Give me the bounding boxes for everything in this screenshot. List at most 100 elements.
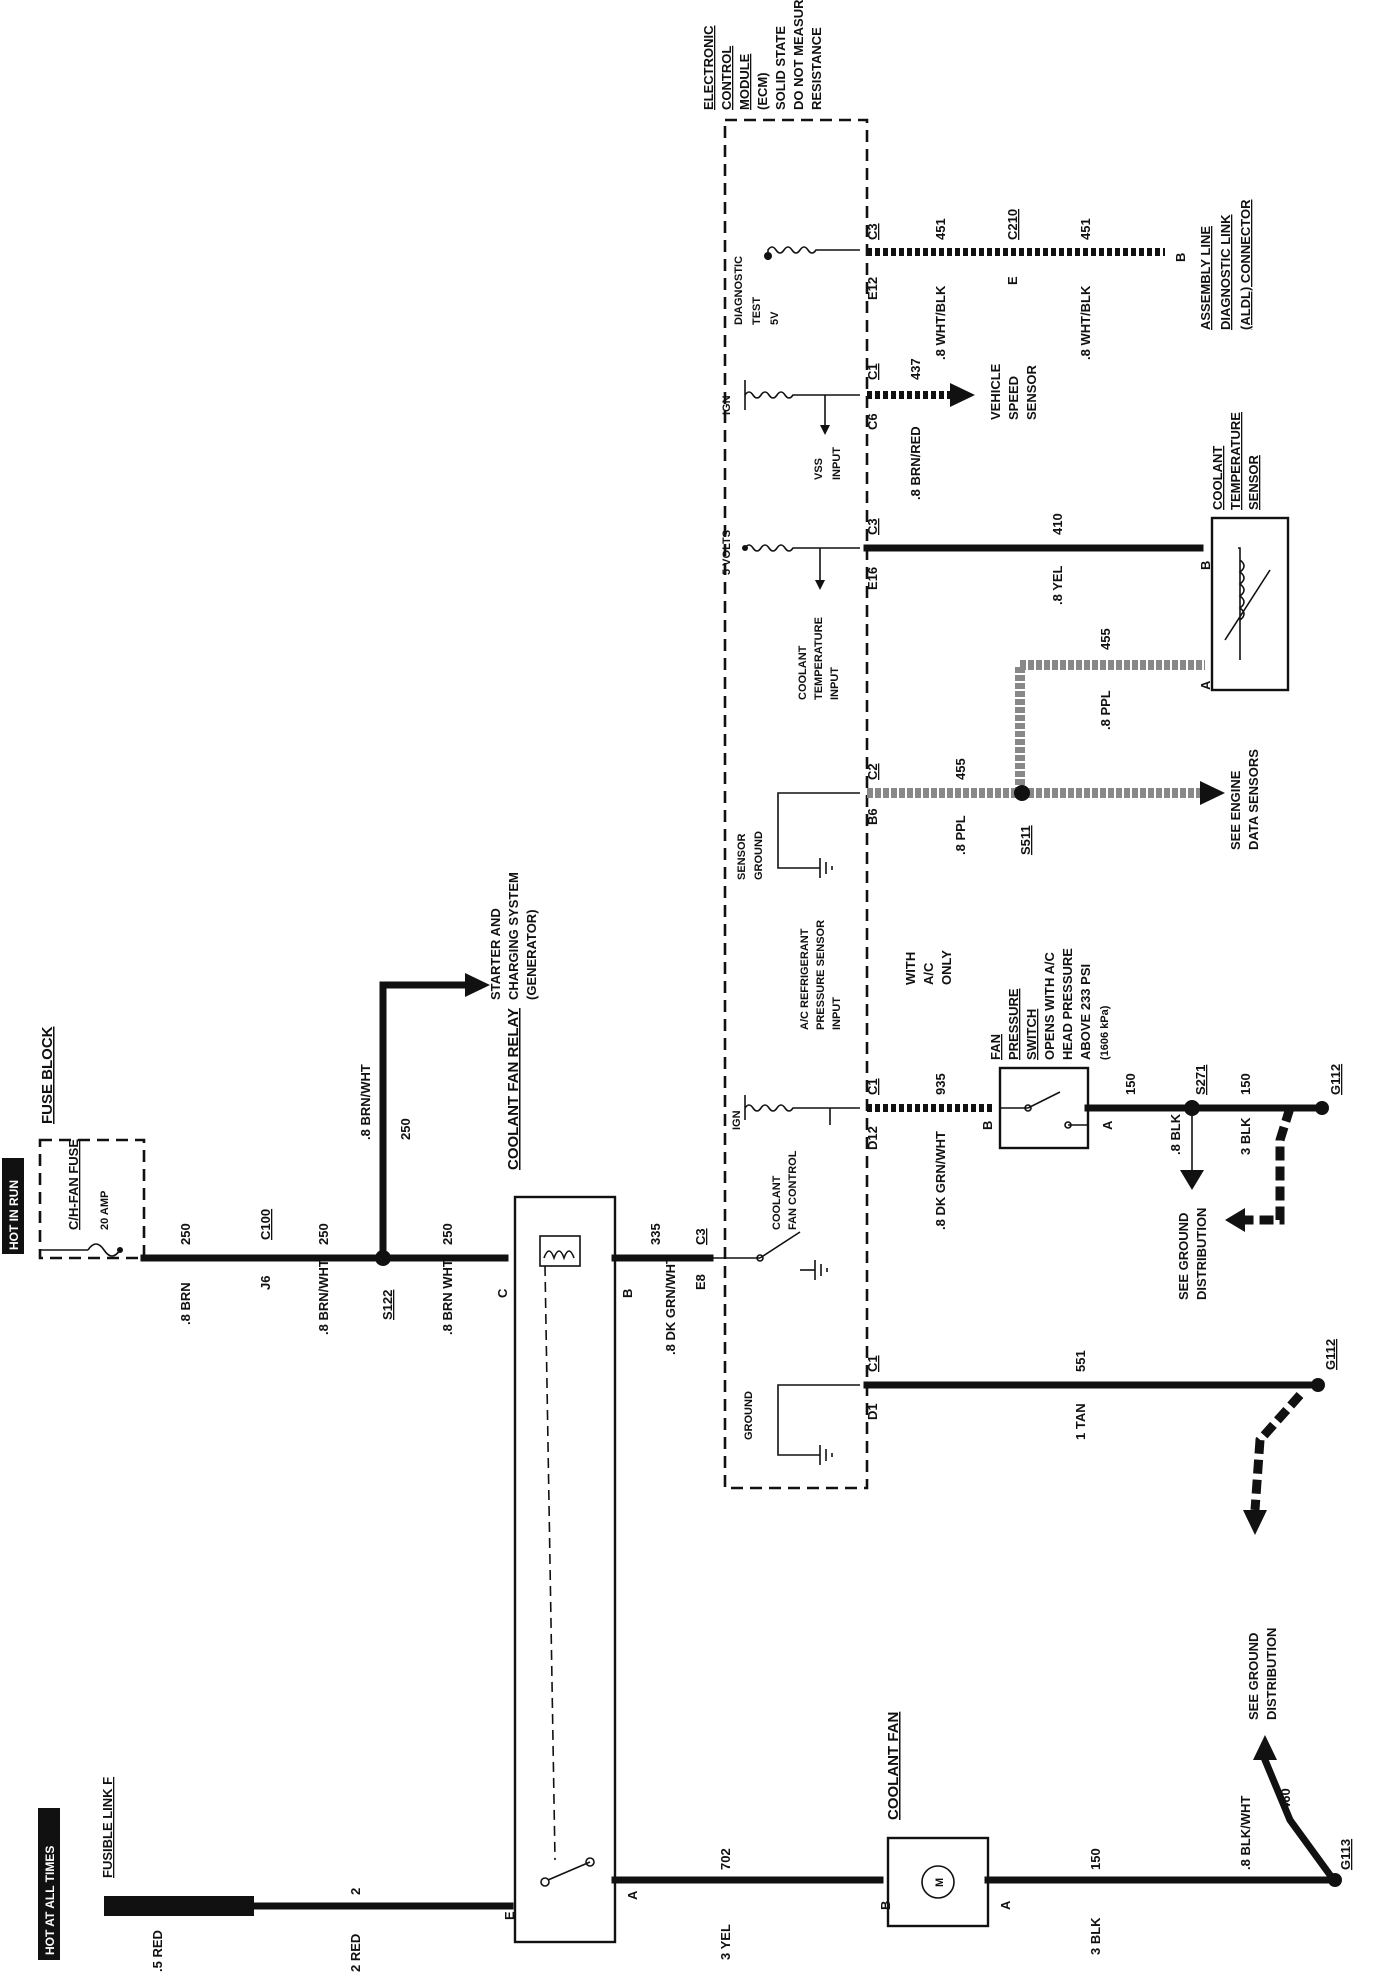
svg-text:DIAGNOSTIC LINK: DIAGNOSTIC LINK	[1218, 214, 1233, 330]
relay-label: COOLANT FAN RELAY	[505, 1008, 522, 1170]
svg-text:OPENS WITH A/C: OPENS WITH A/C	[1042, 952, 1057, 1060]
coolant-temp-sensor-box	[1210, 516, 1290, 692]
s511-splice	[1014, 785, 1030, 801]
svg-text:B: B	[878, 1901, 893, 1910]
see-ground-distribution-upper: SEE GROUND DISTRIBUTION	[1176, 1208, 1209, 1300]
e8-label: E8	[693, 1274, 708, 1290]
svg-text:.8 BLK: .8 BLK	[1168, 1113, 1183, 1155]
svg-text:551: 551	[1073, 1350, 1088, 1372]
wire-250-to-generator	[379, 981, 469, 1262]
svg-text:ONLY: ONLY	[939, 950, 954, 985]
svg-text:SWITCH: SWITCH	[1024, 1009, 1039, 1060]
svg-text:.8 WHT/BLK: .8 WHT/BLK	[933, 285, 948, 360]
svg-text:451: 451	[1078, 218, 1093, 240]
svg-text:A/C REFRIGERANT: A/C REFRIGERANT	[799, 928, 811, 1030]
svg-text:TEST: TEST	[751, 297, 763, 325]
svg-text:HOT IN RUN: HOT IN RUN	[7, 1180, 21, 1250]
svg-text:GROUND: GROUND	[743, 1391, 755, 1440]
svg-text:DISTRIBUTION: DISTRIBUTION	[1194, 1208, 1209, 1300]
svg-text:C3: C3	[693, 1228, 708, 1245]
vehicle-speed-sensor-label: VEHICLE SPEED SENSOR	[988, 363, 1039, 420]
relay-pin-e: E	[502, 1911, 517, 1920]
svg-text:3 BLK: 3 BLK	[1088, 1917, 1103, 1955]
svg-text:A: A	[998, 1900, 1013, 1910]
svg-text:5V: 5V	[769, 311, 781, 325]
fuse-name: C/H-FAN FUSE	[66, 1139, 81, 1230]
ecm-vss-circuit: IGN VSS INPUT	[721, 380, 860, 480]
svg-text:COOLANT: COOLANT	[797, 645, 809, 700]
svg-text:3 BLK: 3 BLK	[1238, 1117, 1253, 1155]
svg-text:455: 455	[953, 758, 968, 780]
svg-text:VSS: VSS	[813, 458, 825, 480]
relay-pin-c: C	[495, 1288, 510, 1298]
svg-text:A: A	[1100, 1120, 1115, 1130]
e16-label: E16	[865, 567, 880, 590]
svg-text:B: B	[980, 1121, 995, 1130]
wire-2-circuit: 2	[348, 1888, 363, 1895]
svg-text:150: 150	[1088, 1848, 1103, 1870]
svg-text:DATA SENSORS: DATA SENSORS	[1246, 749, 1261, 850]
relay-pin-a: A	[625, 1890, 640, 1900]
svg-text:SENSOR: SENSOR	[1024, 364, 1039, 420]
fusible-link-label: FUSIBLE LINK F	[100, 1777, 115, 1878]
hot-at-all-times-banner: HOT AT ALL TIMES	[38, 1808, 60, 1960]
svg-text:(1606 kPa): (1606 kPa)	[1099, 1005, 1111, 1060]
svg-text:451: 451	[933, 218, 948, 240]
svg-text:ABOVE 233 PSI: ABOVE 233 PSI	[1078, 964, 1093, 1060]
wire-150-ground-dist	[1245, 1106, 1295, 1225]
svg-text:M: M	[934, 1878, 946, 1887]
svg-text:.8 BLK/WHT: .8 BLK/WHT	[1238, 1796, 1253, 1870]
svg-text:SEE ENGINE: SEE ENGINE	[1228, 770, 1243, 850]
svg-text:702: 702	[718, 1848, 733, 1870]
c100-label: C100	[258, 1209, 273, 1240]
s511-label: S511	[1018, 825, 1033, 855]
ecm-ac-pressure-circuit: A/C REFRIGERANT PRESSURE SENSOR INPUT IG…	[731, 920, 860, 1130]
svg-text:A: A	[1198, 680, 1213, 690]
svg-text:PRESSURE SENSOR: PRESSURE SENSOR	[815, 920, 827, 1030]
see-ground-distribution-lower: SEE GROUND DISTRIBUTION	[1246, 1628, 1279, 1720]
ecm-sensor-ground-circuit: SENSOR GROUND	[736, 792, 860, 880]
relay-coil	[539, 1235, 595, 1887]
svg-text:250: 250	[178, 1223, 193, 1245]
svg-text:B: B	[1173, 253, 1188, 262]
fan-pressure-switch-label: FAN PRESSURE SWITCH	[988, 988, 1039, 1060]
starter-charging-label: STARTER AND CHARGING SYSTEM (GENERATOR)	[488, 872, 539, 1000]
wire-455-sensor	[1015, 660, 1205, 793]
thermistor-icon	[1224, 547, 1271, 660]
svg-text:INPUT: INPUT	[831, 447, 843, 480]
svg-text:C2: C2	[865, 763, 880, 780]
svg-text:.8 BRN: .8 BRN	[178, 1282, 193, 1325]
svg-text:5 VOLTS: 5 VOLTS	[721, 530, 733, 575]
engine-data-sensors-label: SEE ENGINE DATA SENSORS	[1228, 749, 1261, 850]
svg-text:.8 DK GRN/WHT: .8 DK GRN/WHT	[663, 1256, 678, 1355]
svg-text:COOLANT: COOLANT	[771, 1175, 783, 1230]
svg-text:(ALDL) CONNECTOR: (ALDL) CONNECTOR	[1238, 199, 1253, 330]
d12-label: D12	[865, 1126, 880, 1150]
s271-label: S271	[1193, 1065, 1208, 1095]
svg-text:SOLID STATE: SOLID STATE	[773, 26, 788, 110]
svg-text:SENSOR: SENSOR	[1246, 454, 1261, 510]
svg-text:G112: G112	[1323, 1339, 1338, 1370]
svg-text:WITH: WITH	[903, 952, 918, 985]
svg-text:B: B	[1198, 561, 1213, 570]
svg-text:IGN: IGN	[731, 1110, 743, 1130]
g113-label: G113	[1338, 1839, 1353, 1870]
svg-text:DISTRIBUTION: DISTRIBUTION	[1264, 1628, 1279, 1720]
svg-text:PRESSURE: PRESSURE	[1006, 988, 1021, 1060]
svg-text:410: 410	[1050, 513, 1065, 535]
svg-text:COOLANT: COOLANT	[1210, 446, 1225, 510]
fusible-link-wire-label: .5 RED	[150, 1930, 165, 1972]
svg-text:C1: C1	[865, 1078, 880, 1095]
svg-text:RESISTANCE: RESISTANCE	[809, 27, 824, 110]
svg-text:SEE GROUND: SEE GROUND	[1176, 1213, 1191, 1300]
svg-text:GROUND: GROUND	[753, 831, 765, 880]
coolant-fan-label: COOLANT FAN	[885, 1712, 902, 1820]
svg-text:3 YEL: 3 YEL	[718, 1924, 733, 1960]
svg-text:FAN CONTROL: FAN CONTROL	[787, 1150, 799, 1230]
svg-text:ELECTRONIC: ELECTRONIC	[701, 25, 716, 110]
relay-pin-b: B	[620, 1289, 635, 1298]
svg-text:.8 BRN WHT: .8 BRN WHT	[440, 1259, 455, 1335]
svg-text:HOT AT ALL TIMES: HOT AT ALL TIMES	[43, 1846, 57, 1955]
coolant-fan-relay-box	[513, 1195, 617, 1944]
svg-text:150: 150	[1238, 1073, 1253, 1095]
